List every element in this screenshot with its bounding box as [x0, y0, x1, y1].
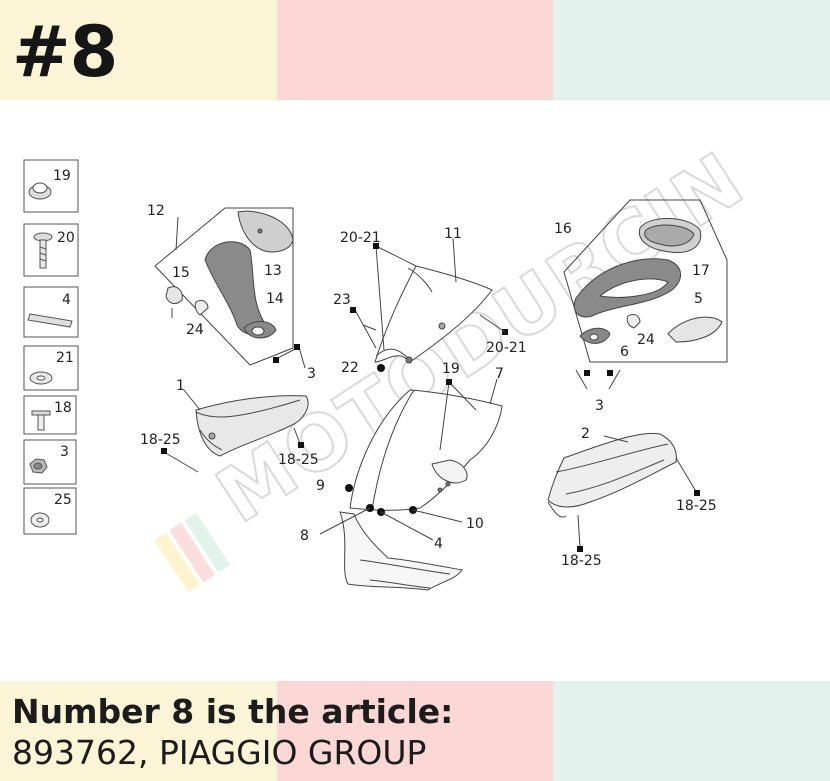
label-24-left: 24 [186, 322, 204, 338]
legend-item-nut: 3 [23, 439, 77, 485]
right-side-fairing [547, 432, 700, 552]
label-12: 12 [147, 203, 165, 219]
hardware-legend: 19 20 4 21 [23, 159, 79, 535]
label-5: 5 [694, 291, 703, 307]
svg-text:19: 19 [53, 168, 71, 184]
bottom-color-band [0, 681, 830, 781]
label-16: 16 [554, 221, 572, 237]
windscreen-assembly [350, 237, 508, 372]
article-heading: Number 8 is the article: [12, 692, 454, 731]
legend-item-screw: 20 [23, 223, 79, 277]
front-fairing [319, 378, 503, 591]
label-3-left: 3 [307, 366, 316, 382]
legend-item-grommet: 19 [23, 159, 79, 213]
label-3-right: 3 [595, 398, 604, 414]
label-22: 22 [341, 360, 359, 376]
label-1: 1 [176, 378, 185, 394]
label-11: 11 [444, 226, 462, 242]
label-4: 4 [434, 536, 443, 552]
label-13: 13 [264, 263, 282, 279]
screw-icon [33, 232, 53, 269]
left-mirror-box [154, 207, 294, 366]
nut-icon [29, 458, 48, 474]
svg-text:18: 18 [54, 400, 72, 416]
right-mirror-assembly [563, 199, 728, 390]
label-6: 6 [620, 344, 629, 360]
right-mirror-box [563, 199, 728, 363]
label-15: 15 [172, 265, 190, 281]
flat-washer-icon [30, 512, 50, 528]
label-20-21-top: 20-21 [340, 230, 381, 246]
label-18-25-center: 18-25 [278, 452, 319, 468]
label-10: 10 [466, 516, 484, 532]
label-14: 14 [266, 291, 284, 307]
label-23: 23 [333, 292, 351, 308]
page-title: #8 [12, 11, 118, 93]
article-number: 893762, PIAGGIO GROUP [12, 733, 427, 772]
left-mirror-housing [204, 241, 269, 336]
bottom-band-yellow [0, 681, 277, 781]
left-mirror-glass [237, 210, 294, 253]
label-8: 8 [300, 528, 309, 544]
foam-strip-icon [27, 313, 73, 328]
left-inner-panel [161, 389, 309, 473]
svg-text:4: 4 [62, 292, 71, 308]
label-18-25-left: 18-25 [140, 432, 181, 448]
part-number-labels: 12 13 14 15 24 3 20-21 11 23 20-21 22 16… [140, 203, 717, 569]
label-19: 19 [442, 361, 460, 377]
legend-item-washer: 21 [23, 345, 79, 391]
bottom-band-mint [553, 681, 830, 781]
bottom-band-pink [276, 681, 554, 781]
label-17: 17 [692, 263, 710, 279]
top-band-pink [276, 0, 554, 100]
left-mirror-assembly [154, 207, 306, 369]
legend-item-foam-strip: 4 [23, 286, 79, 338]
svg-text:21: 21 [56, 350, 74, 366]
legend-item-flat-washer: 25 [23, 487, 77, 535]
grommet-icon [28, 182, 52, 200]
label-2: 2 [581, 426, 590, 442]
legend-item-pin-fastener: 18 [23, 395, 77, 435]
svg-text:25: 25 [54, 492, 72, 508]
label-18-25-right: 18-25 [676, 498, 717, 514]
top-color-band [0, 0, 830, 100]
label-24-right: 24 [637, 332, 655, 348]
exploded-parts-diagram: MOTODURCIN 19 20 4 [23, 133, 760, 593]
svg-text:20: 20 [57, 230, 75, 246]
label-7: 7 [495, 366, 504, 382]
washer-icon [29, 371, 53, 385]
pin-fastener-icon [31, 410, 51, 431]
top-band-mint [553, 0, 830, 100]
top-band-yellow [0, 0, 277, 100]
label-18-25-bottom: 18-25 [561, 553, 602, 569]
label-20-21-right: 20-21 [486, 340, 527, 356]
label-9: 9 [316, 478, 325, 494]
svg-text:3: 3 [60, 444, 69, 460]
